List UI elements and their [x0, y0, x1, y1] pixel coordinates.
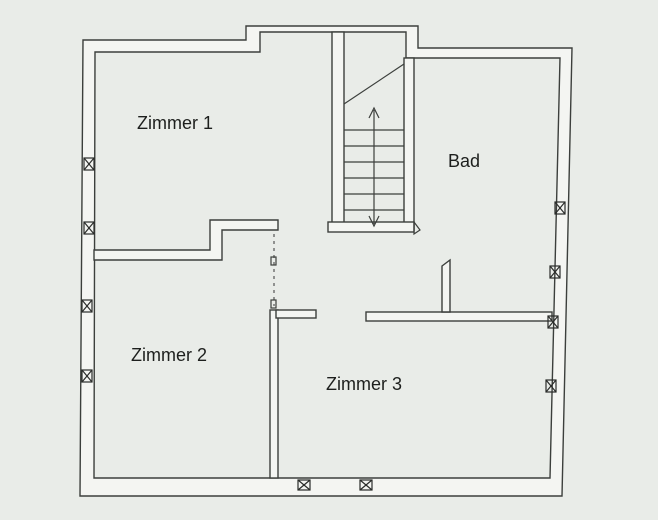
- room1-bottom-wall: [93, 219, 279, 261]
- bath-bottom-wall: [365, 311, 553, 322]
- room-label-zimmer-2: Zimmer 2: [131, 345, 207, 365]
- window-icon: [359, 479, 373, 491]
- window-icon: [547, 315, 559, 329]
- door-swing-marker: [413, 220, 421, 236]
- window-icon: [83, 157, 95, 171]
- stair-wall-right: [403, 57, 415, 231]
- bath-wall-stub: [441, 258, 451, 313]
- room3-top-wall-left: [275, 309, 317, 319]
- door-jamb: [270, 256, 277, 266]
- window-icon: [297, 479, 311, 491]
- window-icon: [83, 221, 95, 235]
- window-markers: [81, 157, 566, 491]
- door-jamb: [270, 299, 277, 309]
- room-label-zimmer-1: Zimmer 1: [137, 113, 213, 133]
- stair-wall-left: [331, 31, 345, 231]
- window-icon: [554, 201, 566, 215]
- room-label-bad: Bad: [448, 151, 480, 171]
- room2-room3-wall: [269, 309, 279, 479]
- stair-wall-bottom: [327, 221, 415, 233]
- room-label-zimmer-3: Zimmer 3: [326, 374, 402, 394]
- window-icon: [81, 369, 93, 383]
- window-icon: [549, 265, 561, 279]
- stair-direction-arrow: [368, 106, 380, 228]
- window-icon: [81, 299, 93, 313]
- window-icon: [545, 379, 557, 393]
